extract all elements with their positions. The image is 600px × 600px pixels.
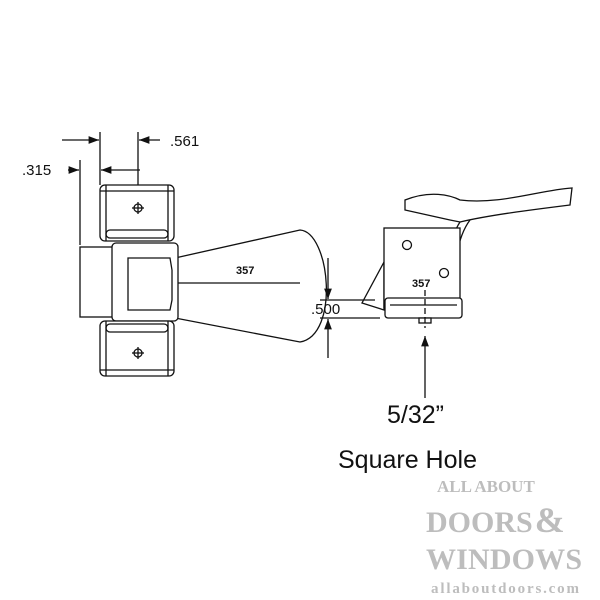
side-view: 357 .500 5/32” Square Hole [311,187,573,474]
logo-line2-row: DOORS& [426,500,565,540]
logo-line3: WINDOWS [426,543,582,576]
logo-line2: DOORS [426,506,533,539]
dimension-500: .500 [311,301,340,318]
logo-url: allaboutdoors.com [431,581,580,597]
dimension-315: .315 [22,162,51,179]
callout-label: Square Hole [338,446,477,474]
logo-ampersand: & [535,500,565,540]
part-number-top: 357 [236,265,254,277]
logo-line1: ALL ABOUT [437,477,535,496]
top-view: .561 .315 357 [22,132,327,377]
callout-size: 5/32” [387,401,444,429]
dimension-561: .561 [170,133,199,150]
watermark-logo: ALL ABOUT DOORS& WINDOWS allaboutdoors.c… [426,477,582,597]
part-number-side: 357 [412,278,430,290]
